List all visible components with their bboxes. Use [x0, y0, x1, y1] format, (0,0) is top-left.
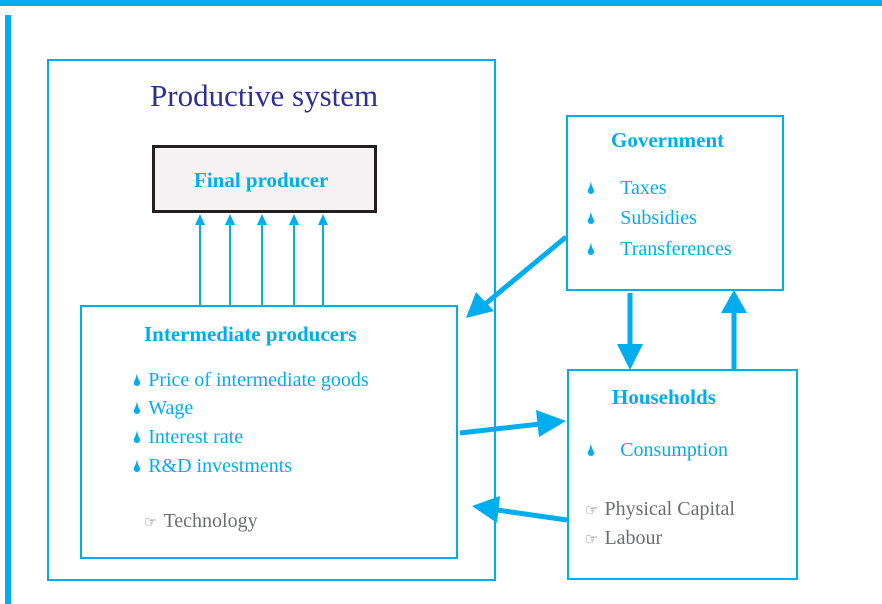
- households-to-intermediate-arrow: [496, 507, 568, 523]
- gov-to-intermediate-arrow: [482, 235, 568, 307]
- households-note-label: Labour: [604, 527, 663, 549]
- pointing-hand-icon: ☞: [585, 503, 599, 519]
- drop-icon: 🌢: [586, 441, 597, 460]
- final-producer-box: [152, 145, 377, 213]
- up-arrow-head-5: [318, 214, 328, 225]
- up-arrow-head-1: [195, 214, 205, 225]
- households-item: 🌢 Consumption: [586, 439, 728, 462]
- households-to-intermediate-head: [472, 496, 500, 523]
- government-item-label: Subsidies: [620, 207, 697, 229]
- intermediate-item: 🌢 R&D investments: [132, 455, 292, 478]
- households-note-label: Physical Capital: [604, 498, 735, 520]
- government-item: 🌢 Transferences: [586, 238, 732, 261]
- frame-left-bar: [5, 15, 11, 604]
- government-item-label: Transferences: [620, 238, 732, 260]
- drop-icon: 🌢: [132, 371, 143, 390]
- households-note: ☞ Physical Capital: [585, 498, 735, 521]
- final-producer-label: Final producer: [194, 168, 329, 192]
- government-item: 🌢 Subsidies: [586, 207, 697, 230]
- intermediate-item: 🌢 Interest rate: [132, 426, 243, 449]
- households-to-gov-head: [721, 290, 747, 313]
- government-title: Government: [611, 128, 725, 152]
- drop-icon: 🌢: [586, 209, 597, 228]
- households-item-label: Consumption: [620, 439, 728, 461]
- intermediate-item-label: Wage: [148, 397, 194, 419]
- drop-icon: 🌢: [132, 399, 143, 418]
- up-arrow-head-4: [289, 214, 299, 225]
- productive-system-title: Productive system: [150, 78, 379, 113]
- intermediate-note-label: Technology: [163, 510, 258, 532]
- intermediate-item-label: R&D investments: [148, 455, 293, 477]
- households-box: [567, 369, 798, 580]
- intermediate-note: ☞ Technology: [144, 510, 258, 533]
- intermediate-producers-box: [80, 305, 458, 559]
- drop-icon: 🌢: [132, 457, 143, 476]
- government-item-label: Taxes: [620, 177, 667, 199]
- up-arrow-head-2: [225, 214, 235, 225]
- pointing-hand-icon: ☞: [144, 515, 158, 531]
- intermediate-item-label: Price of intermediate goods: [148, 369, 369, 391]
- government-box: [566, 115, 784, 291]
- intermediate-item-label: Interest rate: [148, 426, 244, 448]
- gov-to-intermediate-head: [466, 292, 494, 318]
- drop-icon: 🌢: [586, 179, 597, 198]
- frame-top-bar: [0, 0, 882, 6]
- intermediate-to-households-head: [536, 410, 566, 437]
- intermediate-item: 🌢 Wage: [132, 397, 193, 420]
- government-item: 🌢 Taxes: [586, 177, 667, 200]
- intermediate-producers-title: Intermediate producers: [144, 322, 357, 346]
- intermediate-to-households-arrow: [459, 421, 541, 436]
- pointing-hand-icon: ☞: [585, 532, 599, 548]
- intermediate-item: 🌢 Price of intermediate goods: [132, 369, 369, 392]
- households-title: Households: [612, 385, 716, 409]
- gov-to-households-head: [617, 344, 643, 370]
- up-arrow-head-3: [257, 214, 267, 225]
- households-note: ☞ Labour: [585, 527, 662, 550]
- drop-icon: 🌢: [586, 240, 597, 259]
- drop-icon: 🌢: [132, 428, 143, 447]
